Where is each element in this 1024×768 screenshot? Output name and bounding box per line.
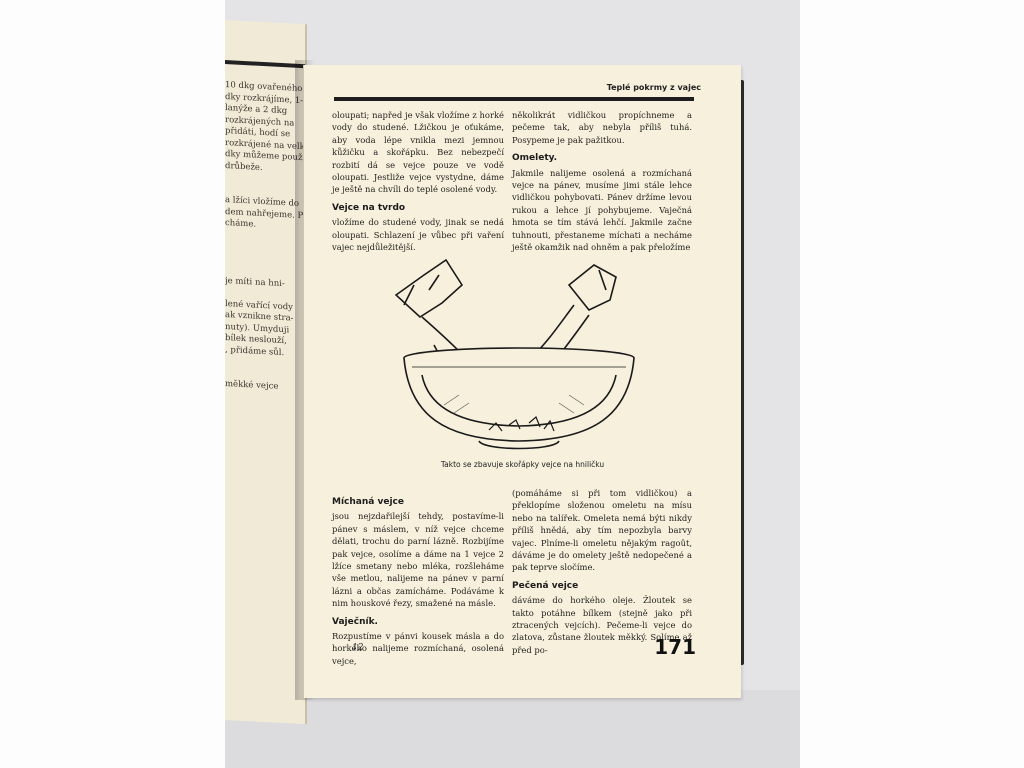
column-1-body: vložíme do studené vody, jinak se nedá o… xyxy=(332,217,504,253)
running-head: Teplé pokrmy z vajec xyxy=(606,83,701,92)
table-surface xyxy=(225,690,800,768)
column-2: několikrát vidličkou propíchneme a pečem… xyxy=(512,109,692,253)
illustration-peeling-egg-in-bowl xyxy=(394,258,635,450)
right-page: Teplé pokrmy z vajec oloupati; napřed je… xyxy=(303,65,741,698)
page-number: 171 xyxy=(654,635,696,659)
column-3-body: jsou nejzdařilejší tehdy, postavíme-li p… xyxy=(332,511,504,609)
folio-number: 12 xyxy=(352,643,364,653)
column-4-intro: (pomáháme si při tom vidličkou) a překlo… xyxy=(512,488,692,573)
column-3: Míchaná vejce jsou nejzdařilejší tehdy, … xyxy=(332,490,504,667)
header-rule xyxy=(334,97,694,101)
column-3-body-2: Rozpustíme v pánvi kousek másla a do hor… xyxy=(332,631,504,666)
column-1-intro: oloupati; napřed je však vložíme z horké… xyxy=(332,110,504,195)
section-heading-michana-vejce: Míchaná vejce xyxy=(332,497,404,507)
left-page-rule xyxy=(225,60,305,69)
column-2-intro: několikrát vidličkou propíchneme a pečem… xyxy=(512,110,692,145)
section-heading-omelety: Omelety. xyxy=(512,153,558,164)
column-1: oloupati; napřed je však vložíme z horké… xyxy=(332,109,504,253)
column-2-body: Jakmile nalijeme osolená a rozmíchaná ve… xyxy=(512,167,692,253)
section-heading-vajecnik: Vaječník. xyxy=(332,616,378,627)
section-heading-vejce-na-tvrdo: Vejce na tvrdo xyxy=(332,202,406,213)
column-4: (pomáháme si při tom vidličkou) a překlo… xyxy=(512,487,692,656)
section-heading-pecena-vejce: Pečená vejce xyxy=(512,580,579,591)
illustration-caption: Takto se zbavuje skořápky vejce na hnili… xyxy=(440,460,605,469)
column-4-body: dáváme do horkého oleje. Žloutek se takt… xyxy=(512,595,692,655)
